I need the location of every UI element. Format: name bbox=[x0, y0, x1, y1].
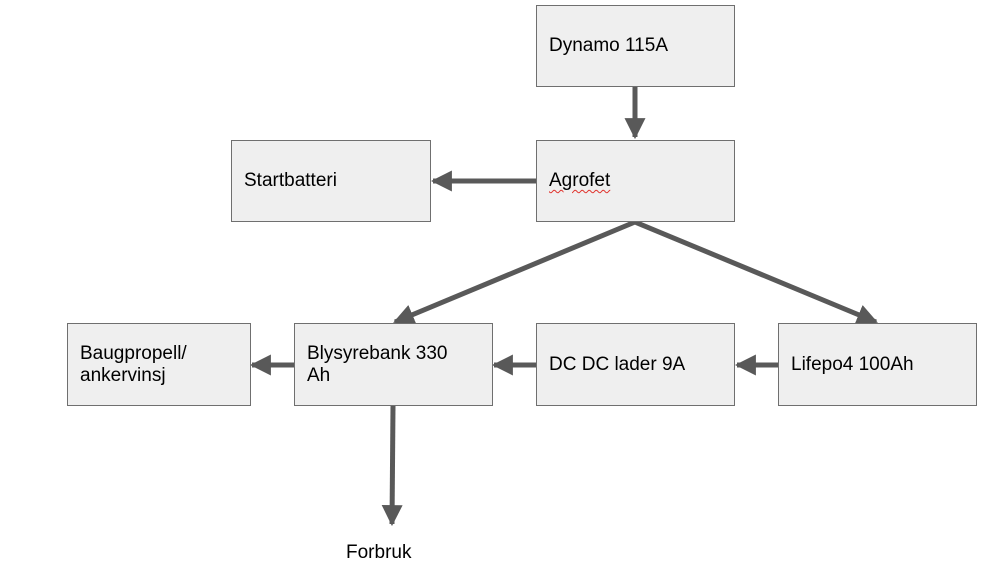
node-agrofet-label: Agrofet bbox=[549, 170, 611, 191]
node-dcdc: DC DC lader 9A bbox=[536, 323, 735, 406]
node-agrofet: Agrofet bbox=[536, 140, 735, 222]
node-baugpropell: Baugpropell/ ankervinsj bbox=[67, 323, 251, 406]
edge-blysyrebank-to-forbruk bbox=[381, 405, 403, 527]
edge-agrofet-to-blysyrebank bbox=[393, 219, 636, 325]
node-lifepo4-label: Lifepo4 100Ah bbox=[791, 353, 914, 375]
node-dynamo-label: Dynamo 115A bbox=[549, 35, 668, 56]
node-startbatteri-label: Startbatteri bbox=[244, 170, 337, 191]
node-lifepo4: Lifepo4 100Ah bbox=[778, 323, 977, 406]
node-dcdc-label: DC DC lader 9A bbox=[549, 353, 686, 375]
node-blysyrebank-label: Blysyrebank 330 Ah bbox=[307, 342, 448, 386]
node-blysyrebank: Blysyrebank 330 Ah bbox=[294, 323, 493, 406]
node-startbatteri: Startbatteri bbox=[231, 140, 431, 222]
node-dynamo: Dynamo 115A bbox=[536, 5, 735, 87]
forbruk-label: Forbruk bbox=[346, 542, 412, 563]
node-baugpropell-label: Baugpropell/ ankervinsj bbox=[80, 342, 187, 386]
edge-agrofet-to-lifepo4 bbox=[634, 219, 878, 325]
